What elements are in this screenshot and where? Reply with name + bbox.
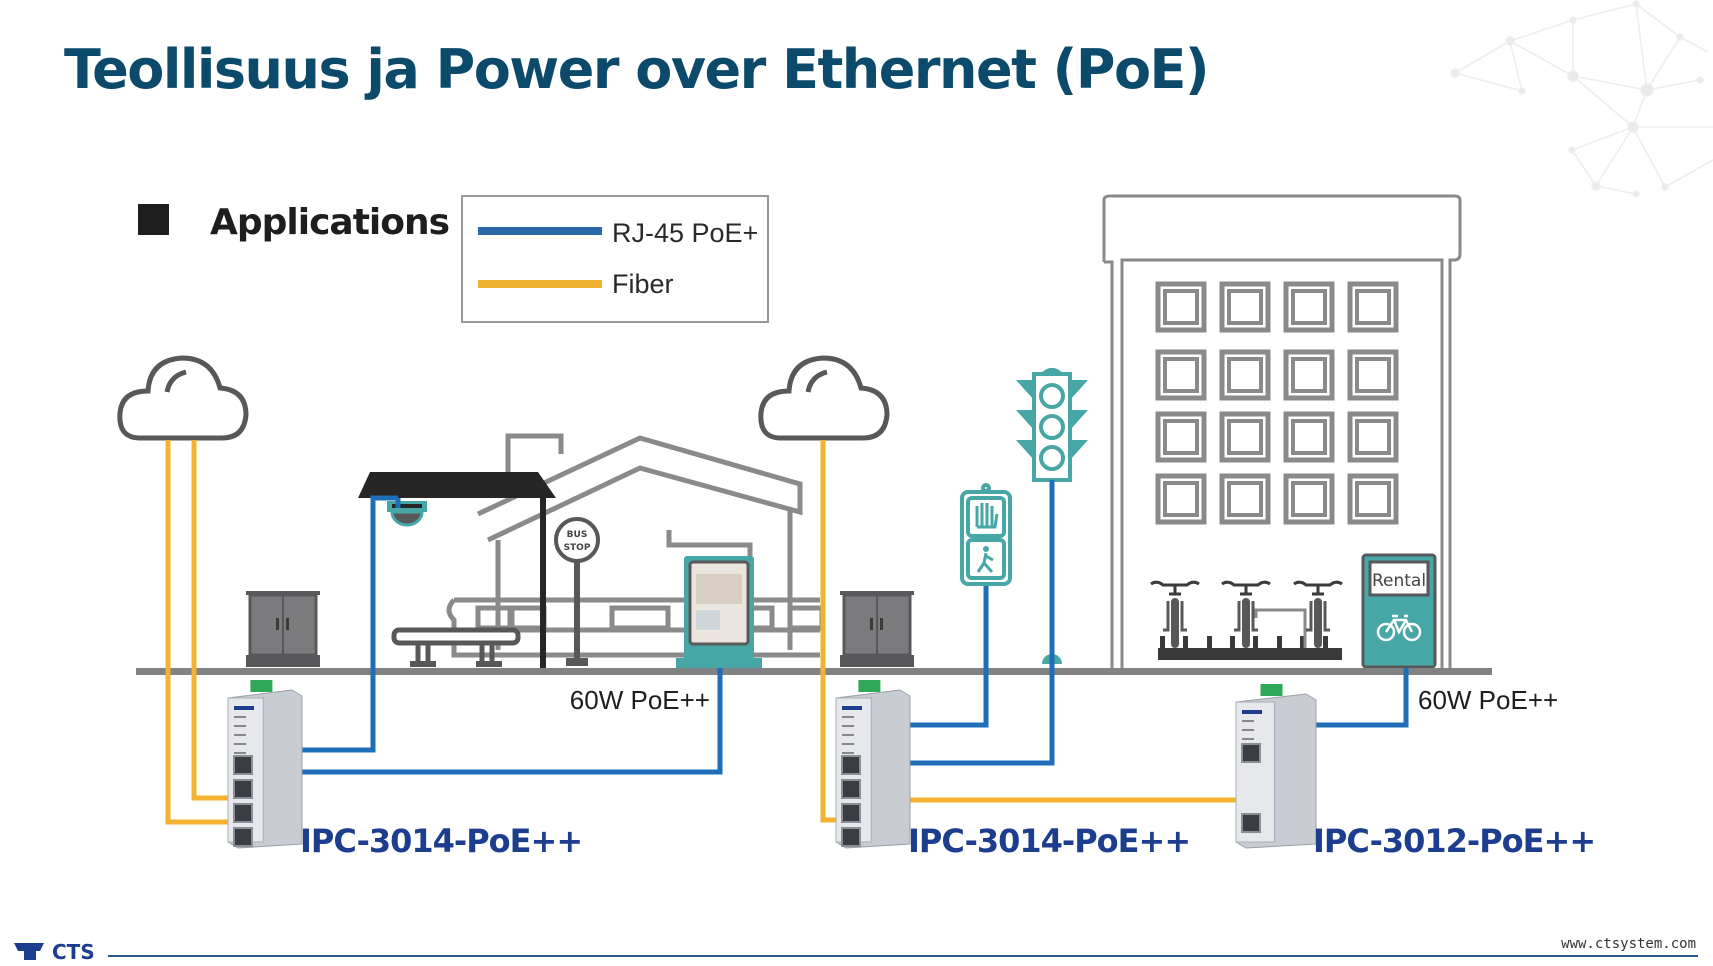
window-icon [1155,473,1207,525]
bicycle-icon [1150,580,1200,648]
traffic-light-icon [1016,368,1088,664]
power-terminal-icon [858,680,881,692]
device-ipc-3012-poe [1235,684,1317,849]
fiber-cables [165,440,1240,825]
bus-stop-sign-icon: BUS STOP [554,517,600,666]
bus-shelter-icon [358,472,556,668]
digital-signage-kiosk-icon [676,556,762,668]
ethernet-port-icon [233,755,253,775]
cloud-icon [117,355,249,441]
building-windows [1155,281,1399,525]
office-building-icon [1102,194,1462,668]
bicycle-rack-icon [1150,580,1343,660]
pedestrian-signal-icon [960,483,1012,586]
bench-icon [391,627,521,667]
footer-logo-text: CTS [52,940,95,964]
ethernet-port-icon [841,779,861,799]
window-icon [1155,281,1207,333]
window-icon [1347,349,1399,401]
rental-sign-label: Rental [1372,571,1426,591]
cloud-icon [758,355,890,441]
window-icon [1219,473,1271,525]
ethernet-port-icon [1241,813,1261,833]
footer-rule [108,955,1698,957]
window-icon [1283,473,1335,525]
legend-label-rj45: RJ-45 PoE+ [612,218,758,248]
bicycle-icon [1293,580,1343,648]
window-icon [1283,281,1335,333]
bike-rental-station-icon: Rental [1361,553,1437,669]
device-label: IPC-3014-PoE++ [300,822,582,860]
device-label: IPC-3012-PoE++ [1313,822,1595,860]
device-ipc-3014-poe-2 [835,680,911,849]
power-label: 60W PoE++ [570,685,710,715]
cts-logo-icon [14,943,44,960]
rj45-cables [298,480,1409,775]
bus-stop-label-line2: STOP [564,543,591,553]
window-icon [1347,473,1399,525]
ground-line [136,668,1492,675]
cabinet-icon [840,591,914,667]
station-building-outline [446,433,825,658]
ethernet-port-icon [841,803,861,823]
network-pattern-decoration [1450,0,1713,198]
legend-label-fiber: Fiber [612,269,674,299]
power-terminal-icon [1260,684,1283,696]
bicycle-icon [1376,614,1422,642]
window-icon [1219,281,1271,333]
section-label: Applications [210,202,449,243]
bicycle-icon [1221,580,1271,648]
ethernet-port-icon [1241,743,1261,763]
legend: RJ-45 PoE+ Fiber [461,195,769,323]
power-label: 60W PoE++ [1418,685,1558,715]
footer: CTS www.ctsystem.com [14,936,1698,964]
bullet-square-icon [138,204,169,235]
window-icon [1283,349,1335,401]
cabinet-icon [246,591,320,667]
footer-url: www.ctsystem.com [1561,936,1696,952]
ip-camera-icon [387,501,427,527]
device-ipc-3014-poe-1 [227,680,303,849]
window-icon [1155,411,1207,463]
window-icon [1219,349,1271,401]
window-icon [1347,281,1399,333]
ethernet-port-icon [841,827,861,847]
page-title: Teollisuus ja Power over Ethernet (PoE) [64,38,1210,101]
ethernet-port-icon [233,803,253,823]
power-terminal-icon [250,680,273,692]
ethernet-port-icon [233,827,253,847]
bus-stop-label-line1: BUS [567,530,588,540]
ethernet-port-icon [841,755,861,775]
window-icon [1219,411,1271,463]
ethernet-port-icon [233,779,253,799]
window-icon [1283,411,1335,463]
window-icon [1347,411,1399,463]
device-label: IPC-3014-PoE++ [908,822,1190,860]
window-icon [1155,349,1207,401]
